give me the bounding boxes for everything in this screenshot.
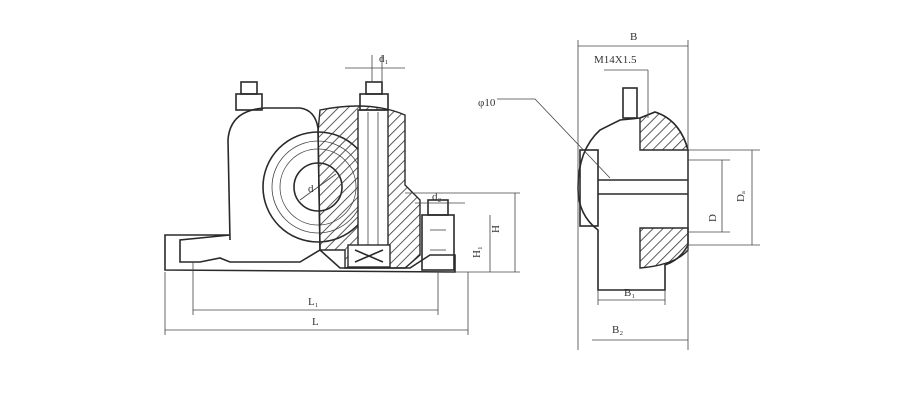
label-d2: d₂: [432, 191, 442, 203]
label-d1: d₁: [379, 53, 389, 65]
side-view: [497, 40, 760, 350]
label-D: D: [707, 214, 719, 222]
label-thread: M14X1.5: [594, 54, 637, 66]
label-B2: B₂: [612, 324, 623, 336]
label-L1: L₁: [308, 296, 319, 308]
label-d: d: [308, 183, 314, 195]
label-B: B: [630, 31, 637, 43]
label-H1: H₁: [471, 246, 483, 258]
base-outline: [164, 234, 456, 273]
front-view: [164, 55, 520, 335]
label-L: L: [312, 316, 319, 328]
label-Da: Dₐ: [735, 191, 747, 202]
label-oil-hole: φ10: [478, 97, 496, 109]
label-H: H: [490, 225, 502, 233]
housing-left: [227, 107, 321, 251]
label-B1: B₁: [624, 287, 635, 299]
